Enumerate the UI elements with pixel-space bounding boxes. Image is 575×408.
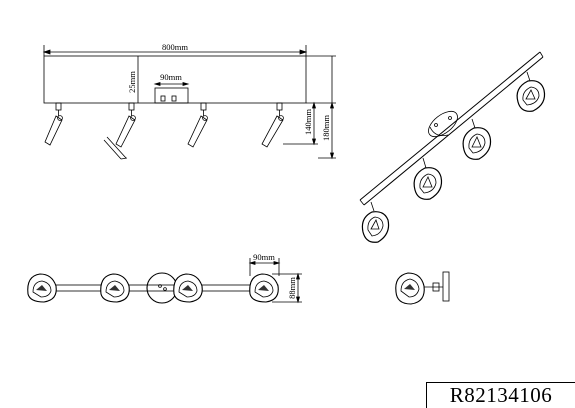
isometric-view xyxy=(359,51,546,243)
dim-total-height: 180mm xyxy=(321,115,331,141)
dim-spot-height: 140mm xyxy=(303,109,313,135)
dim-rail-height: 25mm xyxy=(127,71,137,93)
dim-total-length: 800mm xyxy=(162,42,188,52)
bottom-spot-2 xyxy=(100,273,130,303)
dim-spot-depth: 88mm xyxy=(287,277,297,299)
side-view xyxy=(395,271,450,305)
front-spot-3 xyxy=(187,102,208,148)
front-spot-2 xyxy=(103,102,136,160)
front-spot-4 xyxy=(261,102,284,148)
front-spot-1 xyxy=(44,102,63,146)
iso-spot-1 xyxy=(361,201,390,243)
product-code-label: R82134106 xyxy=(426,382,575,408)
iso-canopy xyxy=(428,110,458,138)
side-rail-section xyxy=(442,271,450,302)
iso-spot-3 xyxy=(462,118,492,160)
iso-spot-2 xyxy=(413,157,443,200)
bottom-view: 90mm 88mm xyxy=(27,252,302,304)
front-view: 800mm 25mm 90mm 140mm 180mm xyxy=(42,42,336,160)
bottom-canopy xyxy=(146,272,178,304)
bottom-spot-1 xyxy=(27,273,57,303)
dim-base-width: 90mm xyxy=(160,72,182,82)
bottom-spot-3 xyxy=(173,273,203,303)
bottom-spot-4 xyxy=(249,273,279,303)
dim-spot-diameter: 90mm xyxy=(253,252,275,262)
front-canopy xyxy=(154,87,189,104)
iso-spot-4 xyxy=(516,71,546,112)
bottom-rail xyxy=(47,284,279,292)
